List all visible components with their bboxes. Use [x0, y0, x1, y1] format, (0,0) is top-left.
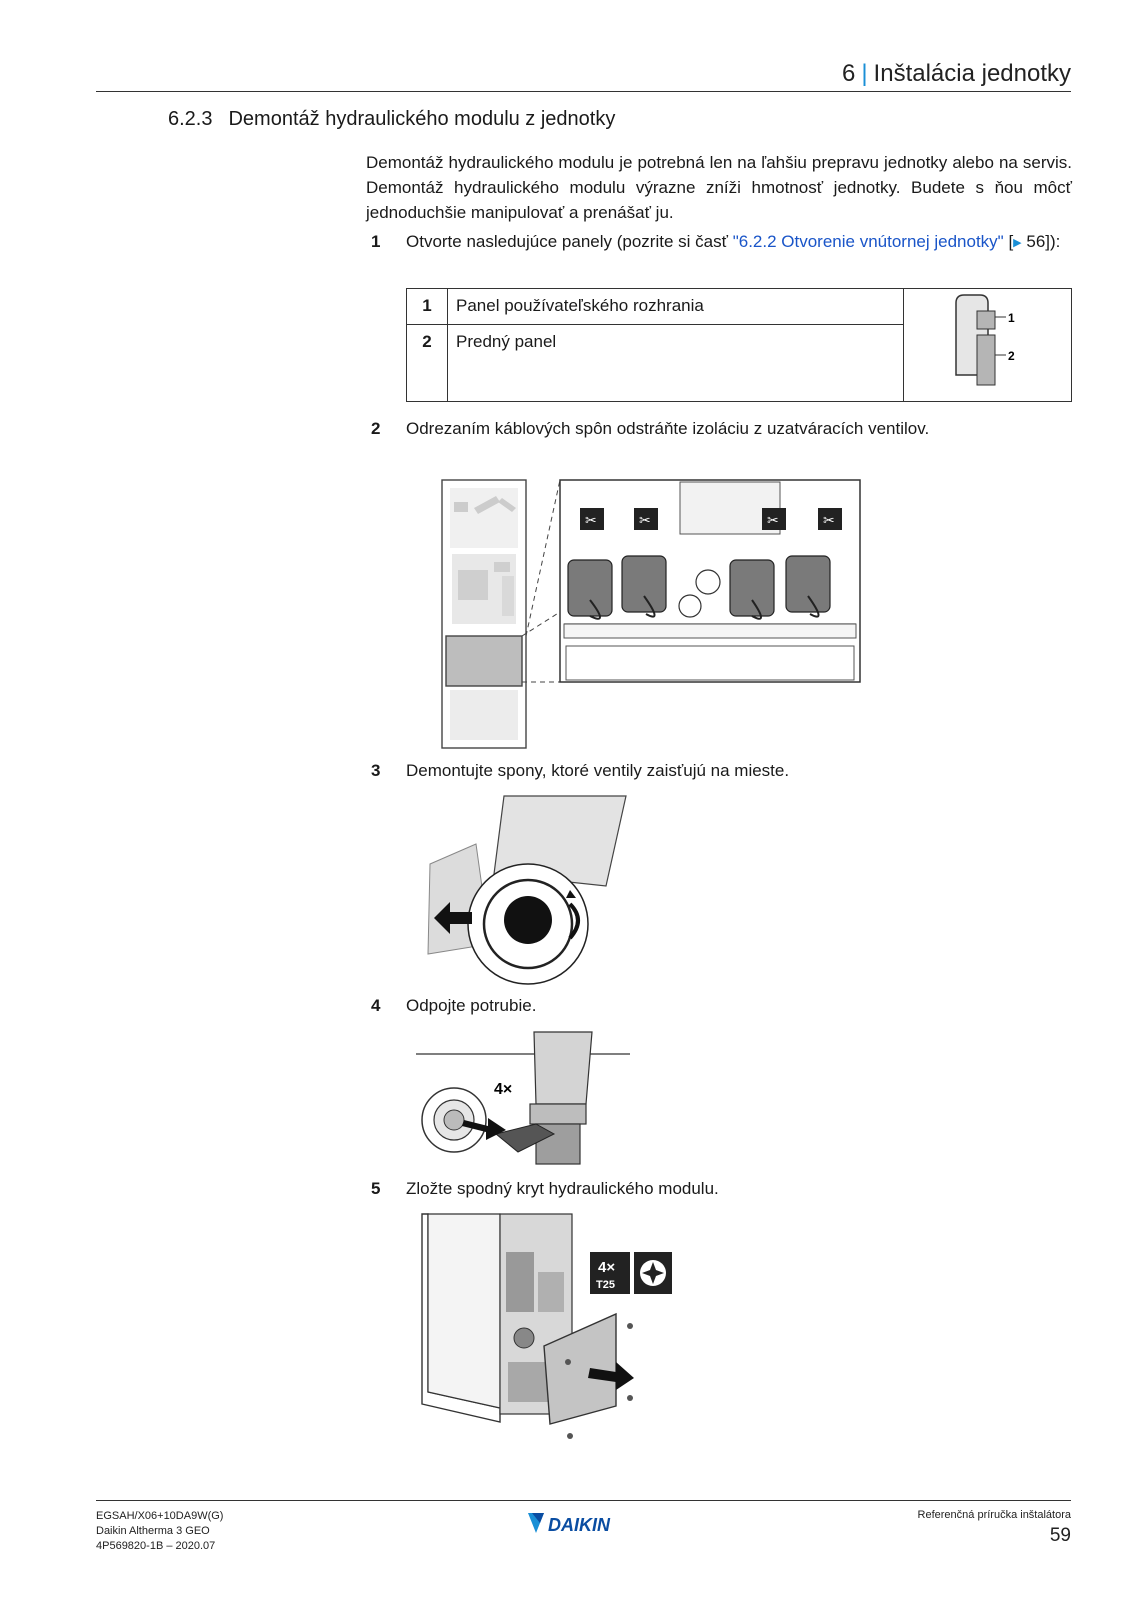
step-text: Otvorte nasledujúce panely (pozrite si č… — [406, 229, 1072, 256]
panel-diagram: 1 2 — [903, 289, 1071, 401]
daikin-logo: DAIKIN — [526, 1509, 646, 1537]
footer-manual-info: Referenčná príručka inštalátora 59 — [918, 1509, 1071, 1547]
step-text: Zložte spodný kryt hydraulického modulu. — [406, 1179, 719, 1198]
step-number: 2 — [371, 419, 381, 438]
intro-paragraph: Demontáž hydraulického modulu je potrebn… — [366, 153, 1072, 222]
svg-text:✂: ✂ — [639, 513, 651, 529]
footer-doc-number: 4P569820-1B – 2020.07 — [96, 1540, 216, 1552]
footer-model: EGSAH/X06+10DA9W(G) — [96, 1510, 224, 1522]
step-number: 1 — [371, 232, 381, 251]
table-row: 1 Panel používateľského rozhrania — [407, 289, 903, 325]
bottom-cover-figure: 4× T25 — [420, 1212, 680, 1467]
step-text: Demontujte spony, ktoré ventily zaisťujú… — [406, 761, 790, 780]
footer-manual-title: Referenčná príručka inštalátora — [917, 1509, 1071, 1521]
step-number: 5 — [371, 1179, 381, 1198]
valve-clip-figure — [420, 794, 640, 999]
ref-bracket: [ — [1003, 232, 1014, 251]
step-5: 5 Zložte spodný kryt hydraulického modul… — [366, 1176, 1072, 1201]
row-number: 2 — [407, 325, 448, 402]
torx-icon — [642, 1262, 664, 1284]
page-ref-arrow-icon: ▶ — [1013, 237, 1022, 249]
step-number: 4 — [371, 996, 381, 1015]
chapter-heading: 6|Inštalácia jednotky — [842, 60, 1071, 88]
step-text: Odrezaním káblových spôn odstráňte izolá… — [406, 419, 930, 438]
valves-insulation-figure: ✂ ✂ ✂ ✂ — [440, 476, 880, 761]
step-1: 1 Otvorte nasledujúce panely (pozrite si… — [366, 229, 1072, 256]
panel-table: 1 Panel používateľského rozhrania 2 Pred… — [406, 288, 1072, 402]
footer-product: Daikin Altherma 3 GEO — [96, 1525, 210, 1537]
chapter-number: 6 — [841, 60, 856, 87]
row-label: Predný panel — [456, 332, 557, 351]
unit-panels-illustration: 1 2 — [955, 294, 1015, 386]
section-number: 6.2.3 — [168, 108, 213, 130]
screw-count: 4× — [598, 1259, 615, 1276]
valves-cut-ties-illustration: ✂ ✂ ✂ ✂ — [441, 479, 861, 749]
step-4: 4 Odpojte potrubie. — [366, 993, 1072, 1018]
page-header: 6|Inštalácia jednotky — [96, 56, 1071, 92]
page-ref[interactable]: 56 — [1026, 232, 1046, 251]
page-footer: EGSAH/X06+10DA9W(G) Daikin Altherma 3 GE… — [96, 1500, 1071, 1552]
step-number: 3 — [371, 761, 381, 780]
table-row: 2 Predný panel — [407, 325, 903, 402]
svg-text:✂: ✂ — [823, 513, 835, 529]
svg-text:✂: ✂ — [585, 513, 597, 529]
page-number: 59 — [1049, 1525, 1071, 1546]
row-number: 1 — [407, 289, 448, 324]
callout-2: 2 — [1008, 349, 1015, 363]
chapter-separator: | — [861, 60, 868, 87]
quantity-label: 4× — [494, 1081, 512, 1098]
tool-size: T25 — [596, 1279, 615, 1291]
step-text: Odpojte potrubie. — [406, 996, 537, 1015]
chapter-title: Inštalácia jednotky — [873, 60, 1071, 87]
daikin-logo-icon: DAIKIN — [528, 1513, 611, 1535]
step-text-part: Otvorte nasledujúce panely (pozrite si č… — [406, 232, 733, 251]
svg-text:✂: ✂ — [767, 513, 779, 529]
ref-bracket: ]): — [1045, 232, 1061, 251]
remove-clip-illustration — [427, 795, 627, 985]
remove-bottom-cover-illustration: 4× T25 — [421, 1213, 672, 1439]
callout-1: 1 — [1008, 311, 1015, 325]
disconnect-piping-illustration: 4× — [416, 1031, 630, 1165]
step-3: 3 Demontujte spony, ktoré ventily zaisťu… — [366, 758, 1072, 783]
step-2: 2 Odrezaním káblových spôn odstráňte izo… — [366, 416, 1072, 441]
section-link[interactable]: "6.2.2 Otvorenie vnútornej jednotky" — [732, 232, 1004, 251]
section-title: Demontáž hydraulického modulu z jednotky — [228, 108, 616, 130]
footer-doc-info: EGSAH/X06+10DA9W(G) Daikin Altherma 3 GE… — [96, 1509, 223, 1554]
section-heading: 6.2.3 Demontáž hydraulického modulu z jed… — [168, 108, 615, 131]
row-label: Panel používateľského rozhrania — [456, 296, 704, 315]
disconnect-piping-figure: 4× — [416, 1030, 636, 1185]
brand-name: DAIKIN — [548, 1515, 611, 1535]
